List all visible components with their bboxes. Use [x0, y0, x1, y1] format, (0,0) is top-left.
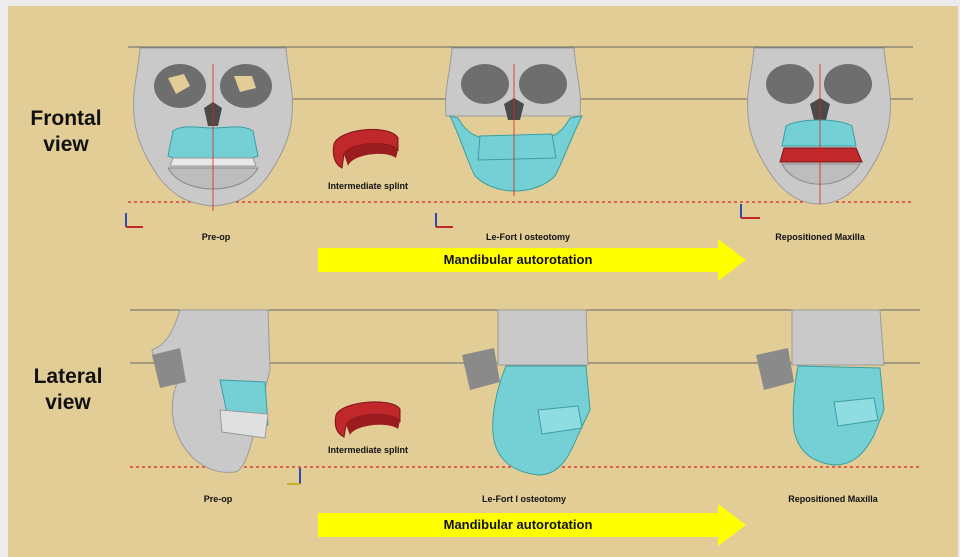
lateral-title-line2: view — [13, 390, 123, 416]
lateral-preop-caption: Pre-op — [204, 494, 233, 504]
frontal-arrow-label: Mandibular autorotation — [318, 246, 718, 274]
lateral-osteotomy-skull-image — [458, 310, 598, 480]
lateral-preop-axis-icon — [284, 466, 310, 488]
frontal-osteotomy-axis-icon — [433, 211, 455, 229]
lateral-intermediate-splint-image — [332, 397, 404, 439]
frontal-title-line1: Frontal — [11, 106, 121, 132]
frontal-autorotation-arrow: Mandibular autorotation — [318, 239, 748, 281]
frontal-preop-skull-image — [128, 46, 298, 216]
lateral-splint-caption: Intermediate splint — [328, 445, 408, 455]
lateral-preop-skull-image — [150, 310, 280, 475]
frontal-repositioned-axis-icon — [738, 202, 764, 220]
frontal-splint-caption: Intermediate splint — [328, 181, 408, 191]
frontal-title-line2: view — [11, 132, 121, 158]
lateral-arrow-label: Mandibular autorotation — [318, 511, 718, 539]
frontal-preop-axis-icon — [123, 211, 145, 229]
frontal-repositioned-caption: Repositioned Maxilla — [775, 232, 865, 242]
frontal-view-title: Frontal view — [11, 106, 121, 158]
frontal-repositioned-skull-image — [744, 46, 894, 206]
frontal-preop-caption: Pre-op — [202, 232, 231, 242]
lateral-autorotation-arrow: Mandibular autorotation — [318, 504, 748, 546]
lateral-title-line1: Lateral — [13, 364, 123, 390]
lateral-repositioned-skull-image — [752, 310, 892, 470]
lateral-osteotomy-caption: Le-Fort I osteotomy — [482, 494, 566, 504]
lateral-view-title: Lateral view — [13, 364, 123, 416]
frontal-intermediate-splint-image — [330, 124, 402, 172]
frontal-osteotomy-skull-image — [440, 46, 590, 206]
lateral-repositioned-caption: Repositioned Maxilla — [788, 494, 878, 504]
